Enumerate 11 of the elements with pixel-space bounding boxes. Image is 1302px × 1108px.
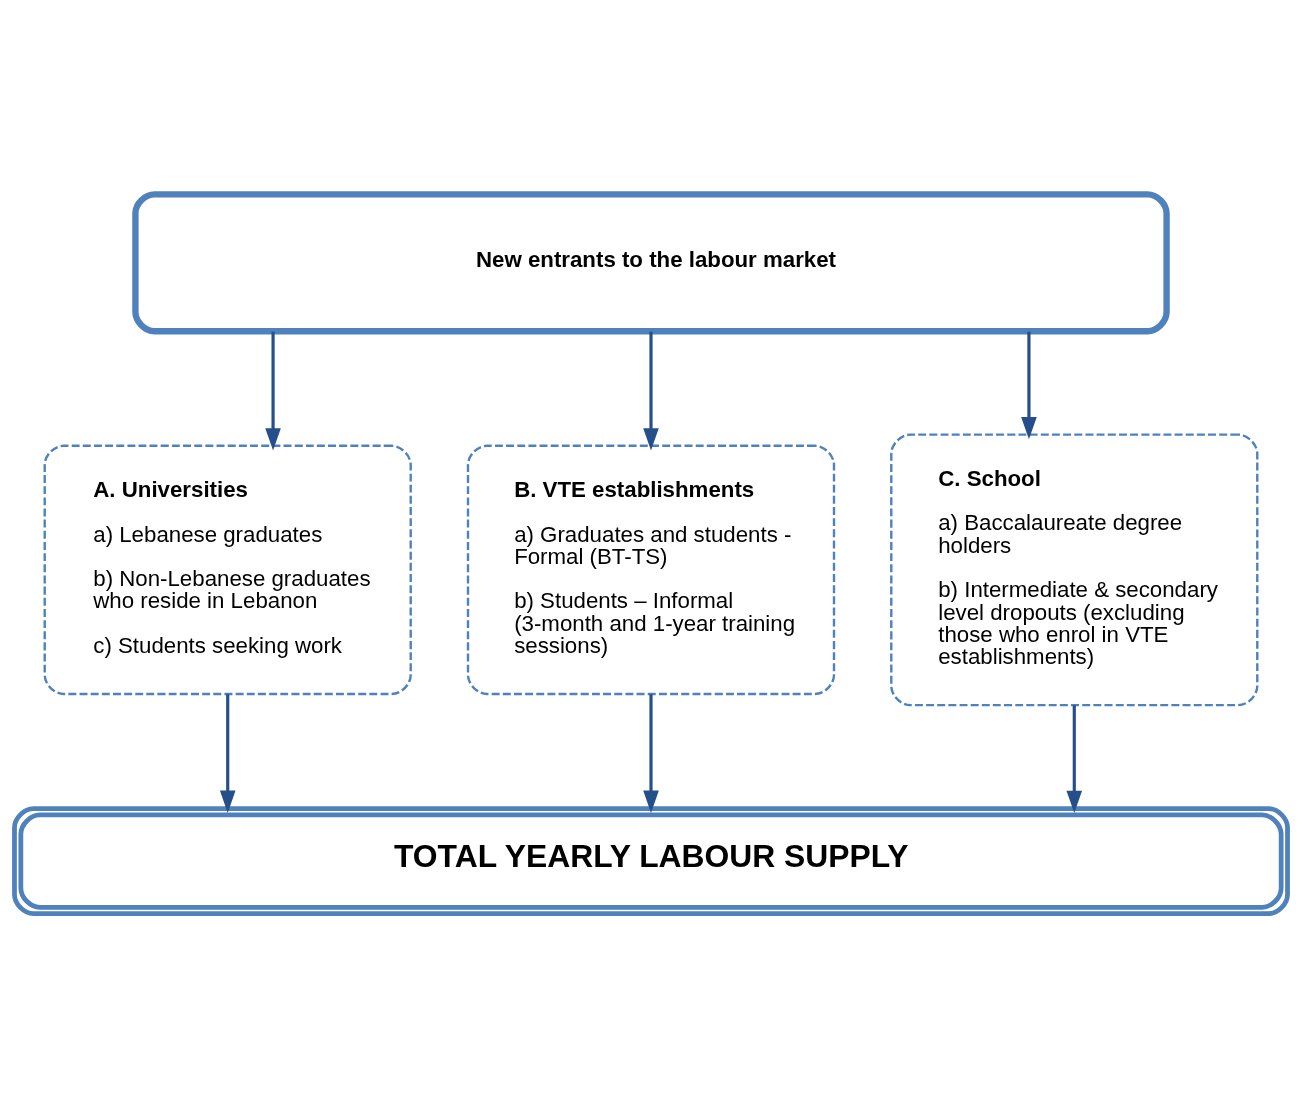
arrow <box>1066 705 1083 814</box>
node-box: New entrants to the labour market <box>132 191 1170 335</box>
arrow <box>1021 331 1037 440</box>
node-box: B. VTE establishments a) Graduates and students - Formal (BT-TS) b) Students – Informal (3-month and 1-year training sessions) <box>466 444 836 696</box>
node-box: C. School a) Baccalaureate degree holders b) Intermediate & secondary level dropouts (excluding those who enrol in VTE establishments) <box>890 433 1259 707</box>
node-box: TOTAL YEARLY LABOUR SUPPLY <box>12 806 1290 916</box>
node-box: A. Universities a) Lebanese graduates b) Non-Lebanese graduates who reside in Lebanon c) Students seeking work <box>43 444 412 696</box>
arrow <box>265 331 281 451</box>
arrow <box>219 694 236 813</box>
arrow <box>643 694 659 813</box>
arrow <box>643 331 659 451</box>
